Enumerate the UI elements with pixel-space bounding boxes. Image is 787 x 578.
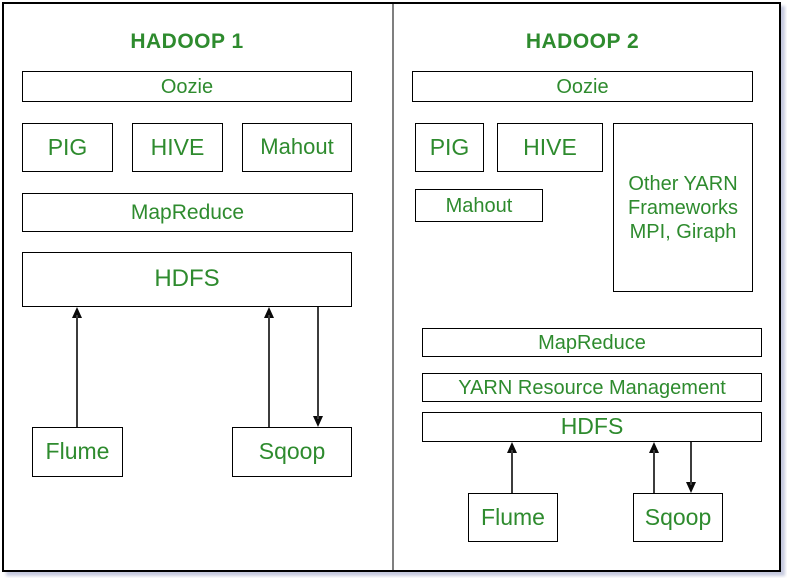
hadoop1-mahout-box: Mahout [242,123,352,172]
hadoop2-yarn-resource-management-box: YARN Resource Management [422,373,762,402]
hadoop2-flume-box: Flume [468,493,558,542]
hadoop1-sqoop-box: Sqoop [232,427,352,477]
hadoop2-sqoop-box: Sqoop [633,493,723,542]
hadoop1-oozie-box: Oozie [22,71,352,102]
hadoop1-hdfs-box: HDFS [22,252,352,307]
hadoop2-arrow-hdfs-to-sqoop-icon [686,442,696,493]
hadoop2-arrow-flume-to-hdfs-icon [507,442,517,493]
hadoop1-arrow-sqoop-to-hdfs-icon [264,307,274,427]
hadoop2-other-yarn-frameworks-box: Other YARN Frameworks MPI, Giraph [613,123,753,292]
hadoop1-flume-box: Flume [32,427,123,477]
hadoop2-pig-box: PIG [415,123,484,172]
hadoop1-mapreduce-box: MapReduce [22,193,353,232]
hadoop1-title: HADOOP 1 [130,30,244,53]
hadoop1-pig-box: PIG [22,123,113,172]
hadoop2-title: HADOOP 2 [525,30,640,53]
panel-divider [392,4,394,570]
hadoop1-arrow-hdfs-to-sqoop-icon [313,307,323,427]
hadoop1-arrow-flume-to-hdfs-icon [72,307,82,427]
hadoop1-hive-box: HIVE [132,123,223,172]
hadoop2-hdfs-box: HDFS [422,412,762,442]
hadoop2-arrow-sqoop-to-hdfs-icon [649,442,659,493]
hadoop2-mahout-box: Mahout [415,189,543,222]
hadoop2-hive-box: HIVE [497,123,603,172]
hadoop2-oozie-box: Oozie [412,71,753,102]
hadoop2-mapreduce-box: MapReduce [422,328,762,357]
